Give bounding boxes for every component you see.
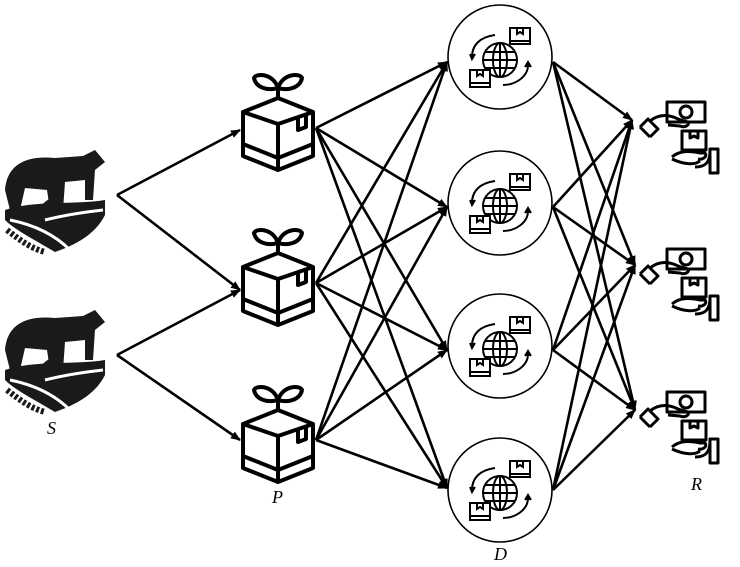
label-d: D bbox=[493, 544, 507, 564]
edge-p3-d2 bbox=[314, 206, 449, 441]
edge-d4-r1 bbox=[551, 119, 635, 491]
edge-p1-d1 bbox=[315, 60, 448, 130]
processor-2-plant-box-icon bbox=[241, 228, 315, 327]
supplier-2-farm-livestock-icon bbox=[5, 310, 105, 412]
edge-d1-r1 bbox=[552, 60, 633, 122]
edge-s2-p2 bbox=[116, 288, 241, 357]
edge-p2-d1 bbox=[314, 61, 449, 284]
edge-d3-r1 bbox=[551, 119, 634, 351]
edge-s1-p2 bbox=[116, 193, 241, 292]
retailer-3-payment-delivery-icon bbox=[638, 390, 720, 465]
edge-p3-d4 bbox=[315, 438, 448, 490]
edge-p2-d3 bbox=[315, 281, 448, 352]
edge-d4-r3 bbox=[552, 409, 636, 491]
edge-s1-p1 bbox=[116, 128, 241, 197]
supplier-1-farm-livestock-icon bbox=[5, 150, 105, 252]
edge-s2-p3 bbox=[116, 353, 241, 442]
edges-layer bbox=[116, 60, 637, 491]
processor-1-plant-box-icon bbox=[241, 73, 315, 172]
retailer-2-payment-delivery-icon bbox=[638, 247, 720, 322]
edge-p2-d4 bbox=[314, 282, 449, 489]
processor-3-plant-box-icon bbox=[241, 385, 315, 484]
nodes-layer bbox=[5, 4, 720, 543]
edge-d4-r2 bbox=[551, 264, 637, 491]
label-p: P bbox=[271, 487, 283, 507]
label-s: S bbox=[47, 418, 56, 438]
edge-d2-r1 bbox=[552, 119, 633, 208]
edge-d2-r2 bbox=[552, 205, 636, 267]
edge-p1-d4 bbox=[314, 127, 449, 489]
retailer-1-payment-delivery-icon bbox=[638, 100, 720, 175]
edge-p1-d2 bbox=[315, 126, 448, 209]
edge-p1-d3 bbox=[314, 127, 449, 351]
label-r: R bbox=[690, 474, 702, 494]
edge-d3-r2 bbox=[552, 264, 636, 351]
edge-p3-d3 bbox=[315, 348, 448, 442]
edge-p3-d1 bbox=[314, 61, 449, 441]
edge-p2-d2 bbox=[315, 205, 448, 285]
